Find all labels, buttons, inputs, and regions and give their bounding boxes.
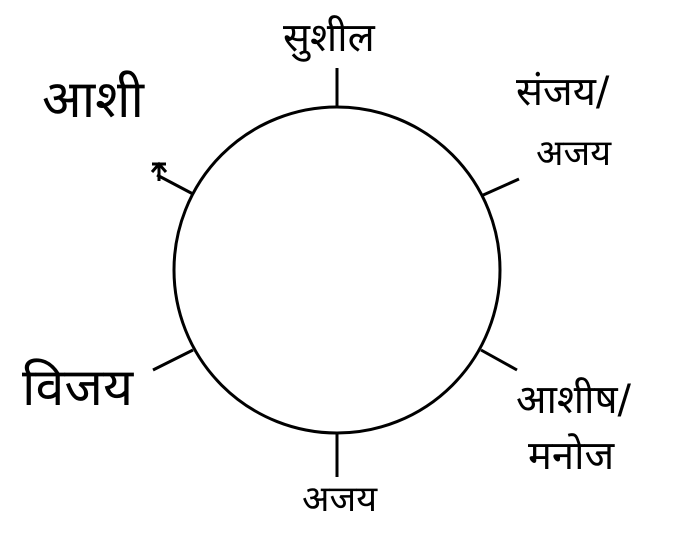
seat-line-top-right xyxy=(480,177,520,198)
arrow-icon xyxy=(150,161,168,181)
round-table xyxy=(172,105,502,435)
seat-label-bottom: अजय xyxy=(302,479,378,520)
seat-label-left: विजय xyxy=(22,358,134,418)
seat-line-bottom-right xyxy=(480,348,518,372)
seat-label-bottom-right-line-1: आशीष/ xyxy=(516,377,632,423)
seat-label-top-left: आशी xyxy=(42,70,144,130)
seat-label-top-right-line-1: संजय/ xyxy=(516,69,610,115)
seat-label-top-right-line-2: अजय xyxy=(536,133,612,174)
seat-line-left xyxy=(152,348,194,372)
seat-label-bottom-right-line-2: मनोज xyxy=(528,433,615,479)
seat-line-top-left xyxy=(156,173,194,196)
seat-label-top: सुशील xyxy=(283,15,375,61)
